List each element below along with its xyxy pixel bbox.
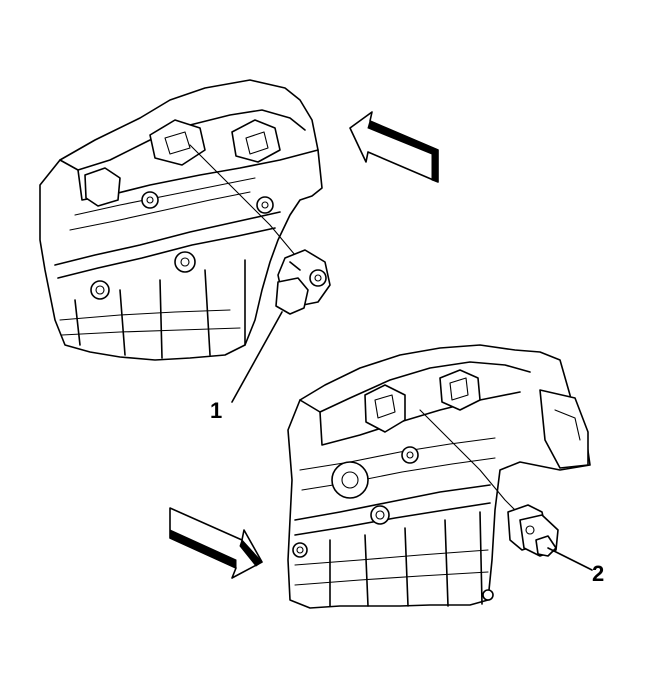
callout-label-2: 2 [592, 561, 605, 586]
direction-arrow-icon [169, 507, 263, 579]
leader-line-1 [231, 311, 283, 403]
knock-sensor-2 [507, 504, 559, 557]
callout-label-1: 1 [210, 398, 223, 423]
upper-engine-block [39, 79, 331, 361]
knock-sensor-1 [275, 249, 331, 315]
direction-arrow-icon [349, 111, 439, 183]
lower-engine-block [287, 344, 591, 609]
leader-line-2 [547, 547, 593, 571]
